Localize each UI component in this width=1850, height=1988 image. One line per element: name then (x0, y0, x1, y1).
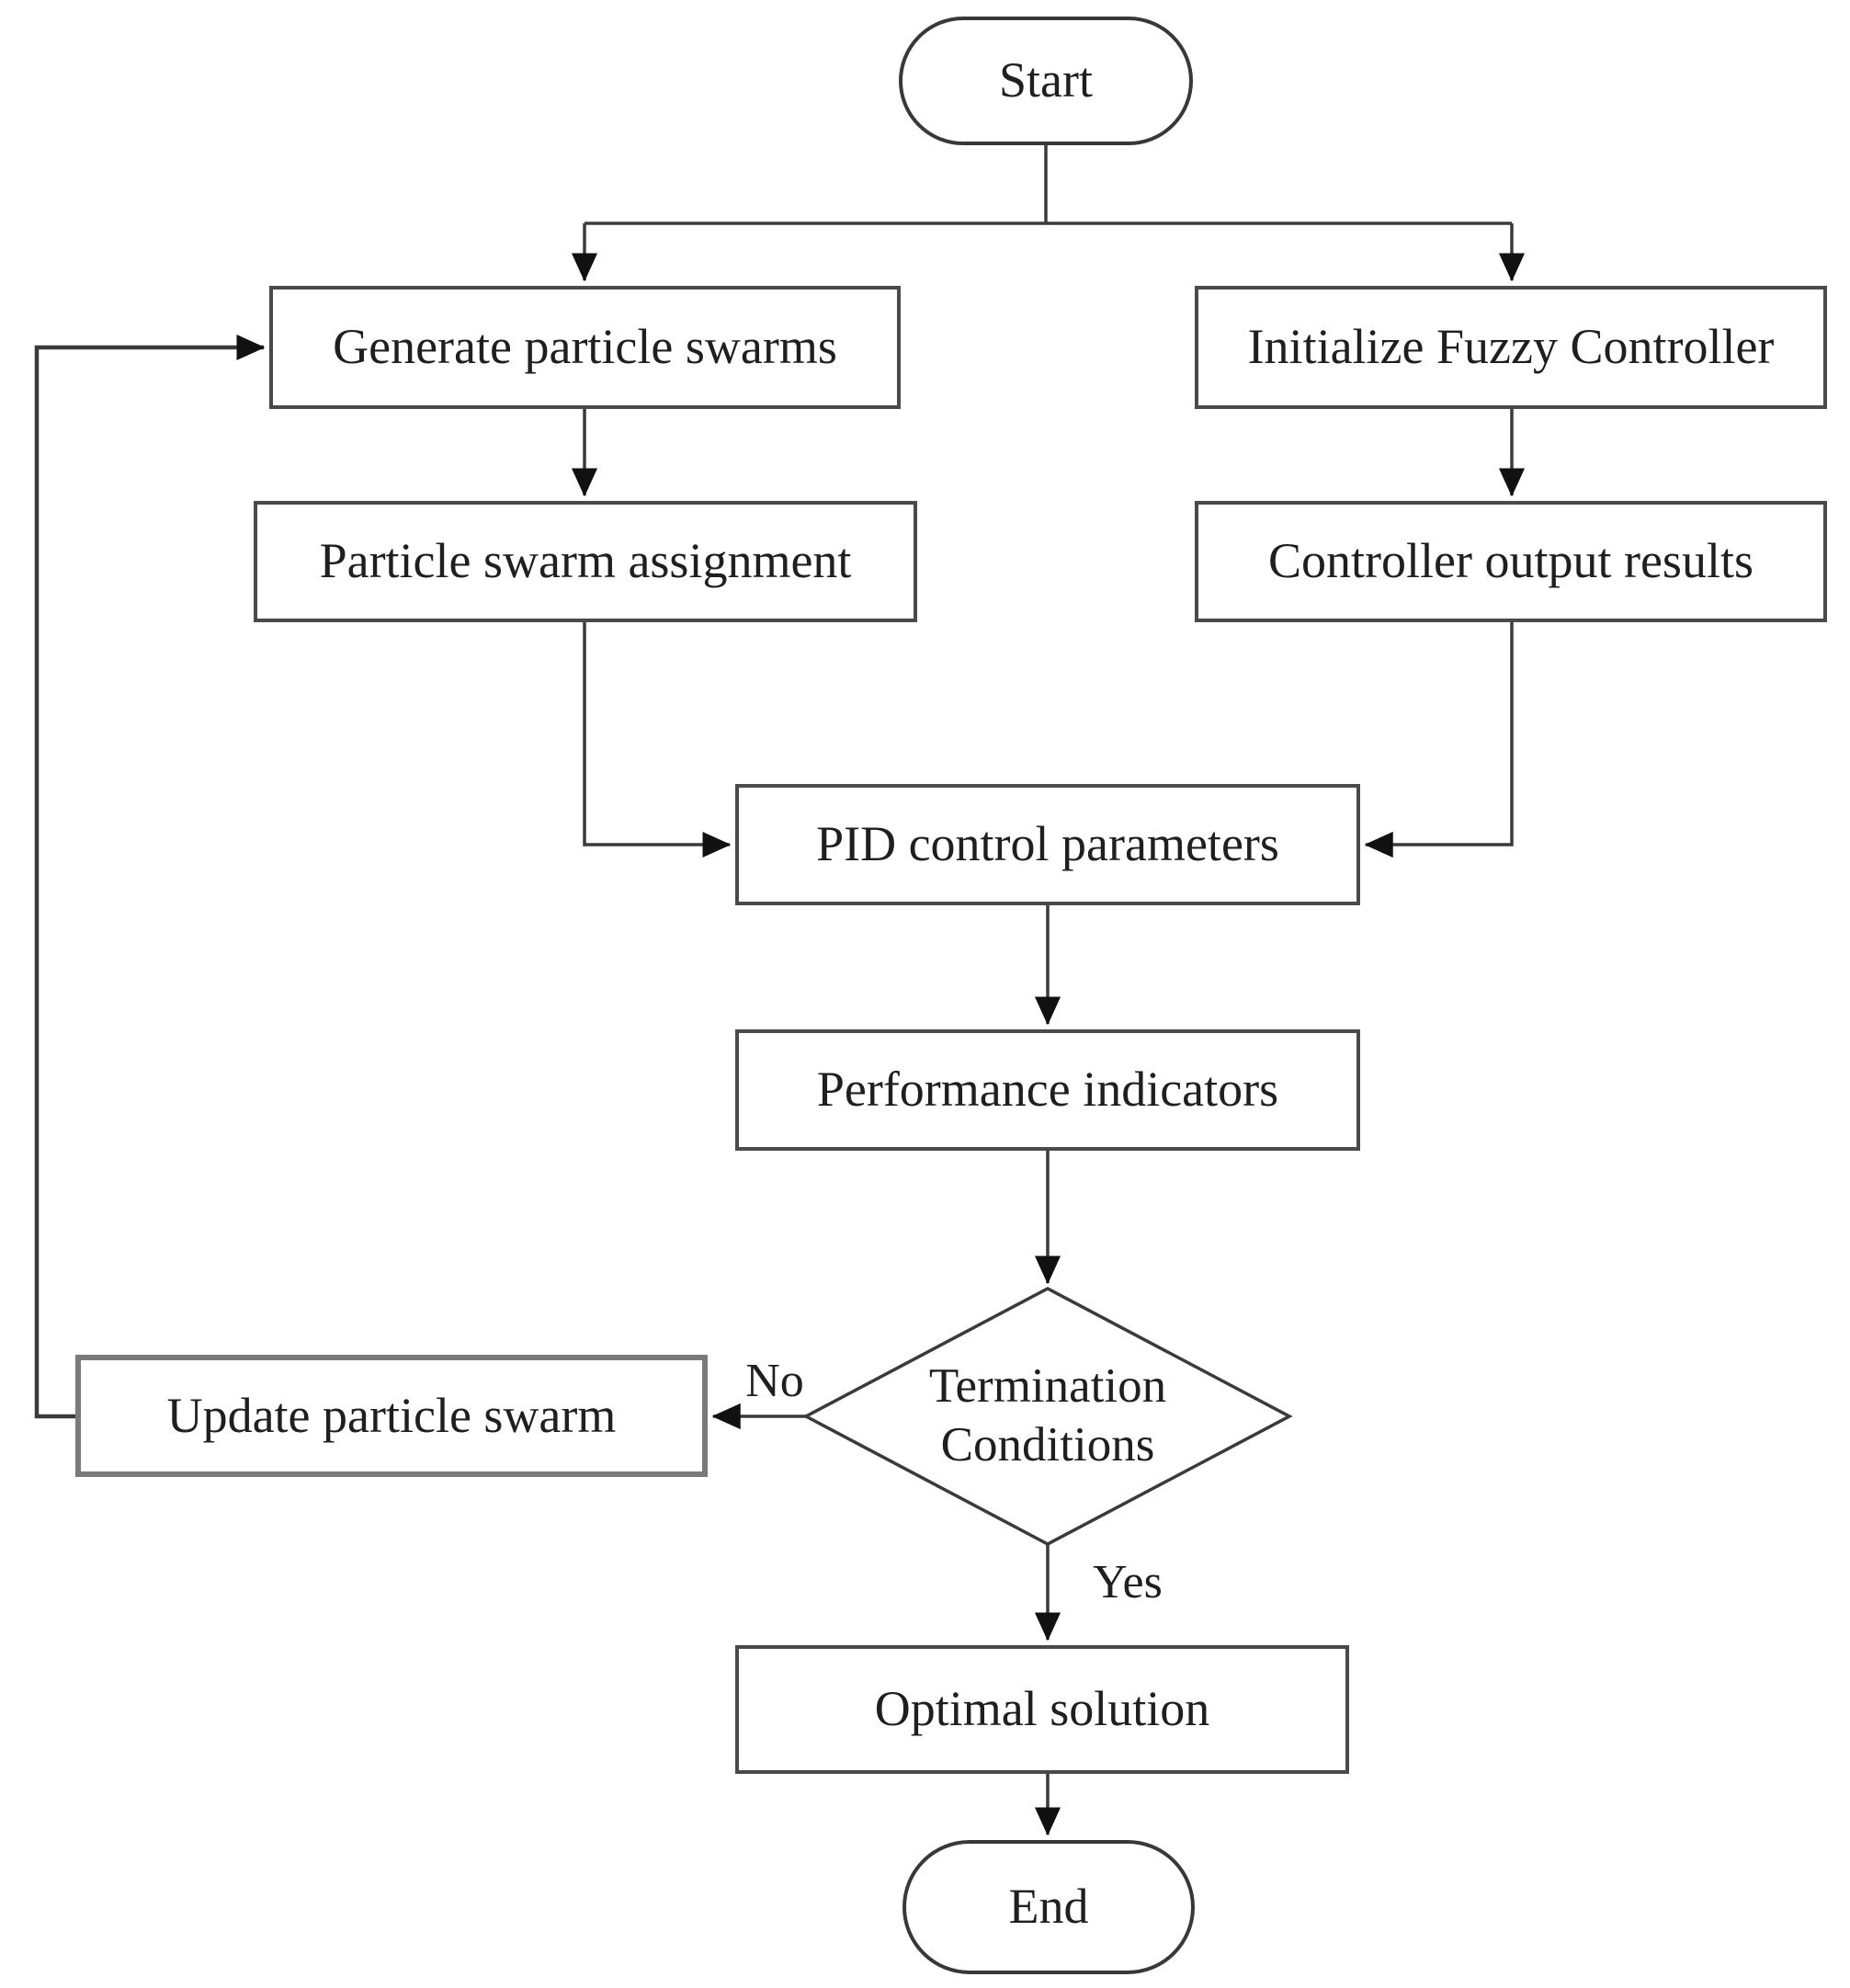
node-update-label: Update particle swarm (166, 1387, 617, 1443)
node-assignment-label: Particle swarm assignment (319, 533, 852, 589)
edge-assignment-to-pid (583, 622, 732, 858)
node-pid-control-parameters: PID control parameters (735, 784, 1360, 905)
node-performance-indicators: Performance indicators (735, 1029, 1360, 1151)
node-initialize-fuzzy-controller: Initialize Fuzzy Controller (1195, 286, 1827, 409)
node-end-label: End (1008, 1879, 1089, 1935)
node-initialize-label: Initialize Fuzzy Controller (1247, 319, 1775, 375)
decision-diamond-shape (802, 1287, 1293, 1546)
node-termination-label-line2: Conditions (940, 1418, 1155, 1471)
node-start: Start (899, 17, 1193, 145)
node-output-label: Controller output results (1268, 533, 1754, 589)
node-particle-swarm-assignment: Particle swarm assignment (254, 501, 917, 622)
node-optimal-solution: Optimal solution (735, 1645, 1349, 1774)
node-termination-label-line1: Termination (928, 1359, 1167, 1414)
node-controller-output-results: Controller output results (1195, 501, 1827, 622)
node-termination-conditions: Termination Conditions (864, 1335, 1231, 1498)
node-generate-label: Generate particle swarms (333, 319, 837, 375)
node-update-particle-swarm: Update particle swarm (75, 1355, 708, 1477)
node-start-label: Start (999, 52, 1093, 108)
node-optimal-label: Optimal solution (874, 1681, 1210, 1737)
node-performance-label: Performance indicators (816, 1062, 1279, 1118)
edge-label-no: No (745, 1355, 804, 1407)
node-end: End (902, 1840, 1195, 1974)
node-generate-particle-swarms: Generate particle swarms (269, 286, 901, 409)
edge-update-loop-to-generate (34, 334, 266, 1419)
edge-label-yes: Yes (1093, 1556, 1163, 1608)
edge-output-to-pid (1364, 622, 1514, 858)
node-pid-label: PID control parameters (816, 816, 1279, 872)
